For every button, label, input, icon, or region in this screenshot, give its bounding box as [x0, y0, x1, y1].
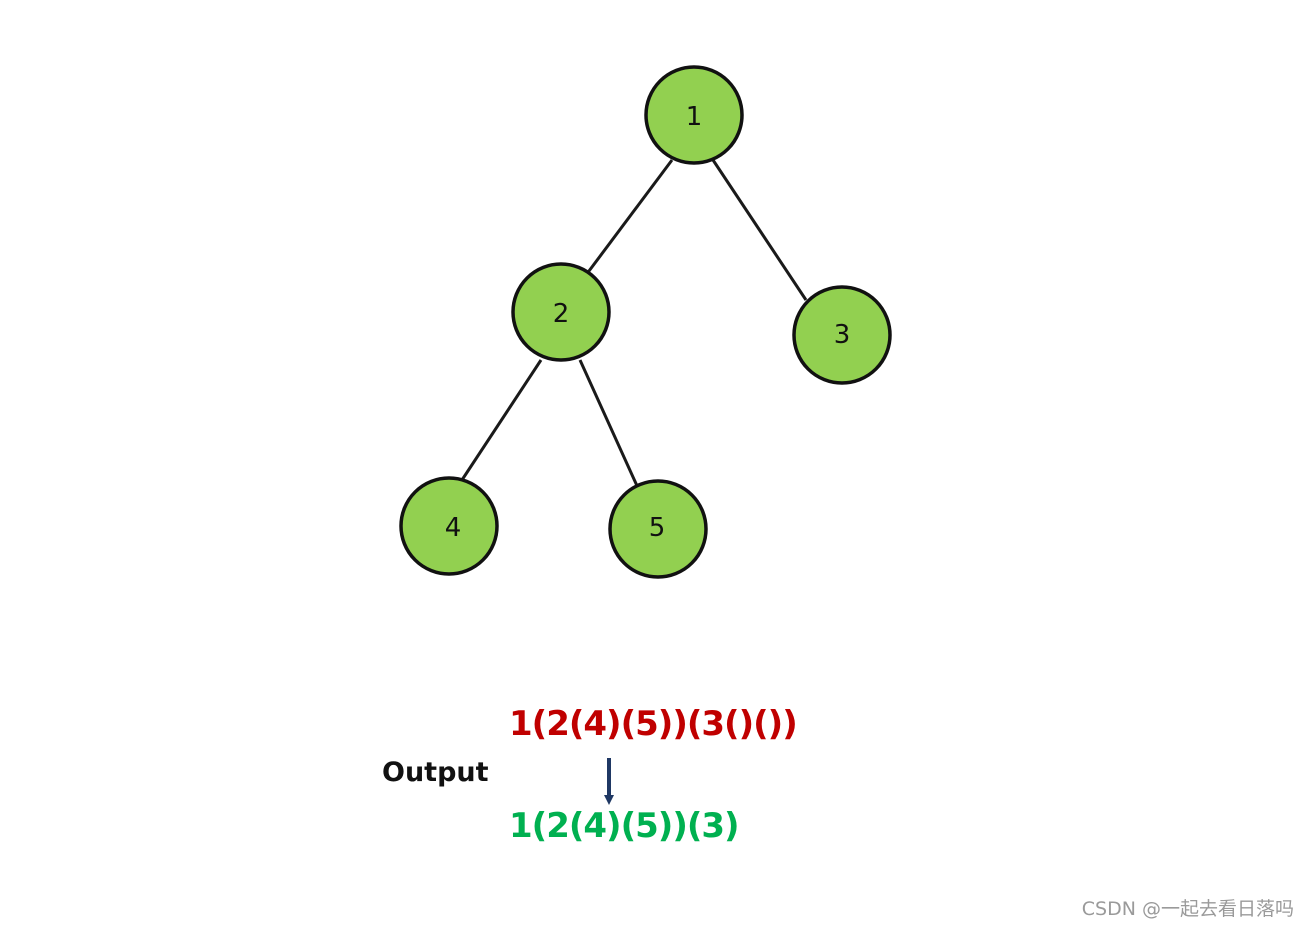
edge-2-4 [458, 359, 543, 484]
tree-node-1: 1 [644, 65, 744, 165]
node-circle [399, 476, 499, 576]
node-label: 4 [445, 513, 462, 543]
node-circle [644, 65, 744, 165]
node-label: 3 [834, 320, 851, 350]
node-circle [792, 285, 892, 385]
output-result-string: 1(2(4)(5))(3) [509, 806, 740, 846]
tree-node-5: 5 [608, 479, 708, 579]
edge-1-2 [584, 159, 674, 276]
tree-node-3: 3 [792, 285, 892, 385]
output-raw-string: 1(2(4)(5))(3()()) [509, 704, 798, 744]
watermark: CSDN @一起去看日落吗 [1081, 898, 1294, 920]
tree-node-4: 4 [399, 476, 499, 576]
edge-1-3 [711, 159, 808, 301]
node-circle [608, 479, 708, 579]
edge-2-5 [578, 359, 640, 489]
node-label: 1 [686, 102, 703, 132]
node-label: 5 [649, 513, 666, 543]
tree-node-2: 2 [511, 262, 611, 362]
output-label: Output [382, 757, 489, 788]
node-circle [511, 262, 611, 362]
node-label: 2 [553, 299, 570, 329]
